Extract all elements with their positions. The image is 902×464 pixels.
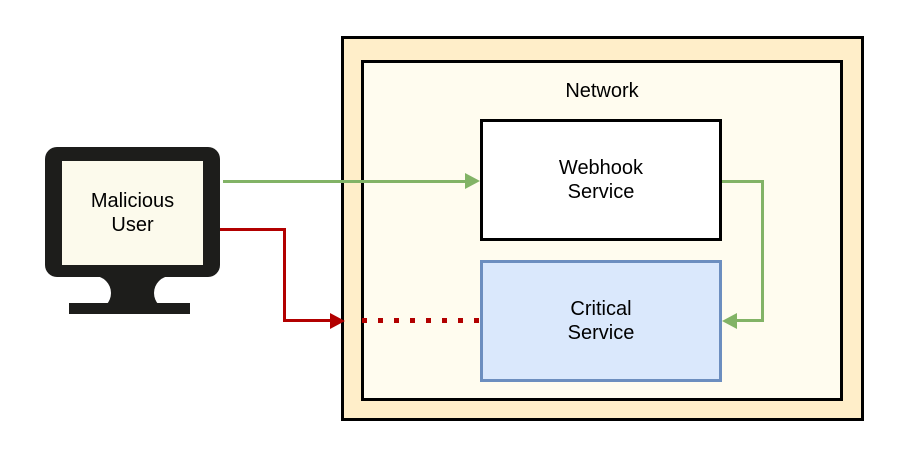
edge-blocked-dot [474,318,479,323]
edge-webhook-to-critical-side [761,180,764,322]
node-critical-service-label: Critical Service [567,298,635,344]
node-malicious-user[interactable]: Malicious User [45,147,220,314]
edge-blocked-dot [378,318,383,323]
edge-user-to-webhook-arrowhead [465,173,480,189]
monitor-stand-base [69,303,190,314]
monitor-stand-neck [100,276,165,304]
edge-blocked-dot [426,318,431,323]
edge-webhook-to-critical-arrowhead [722,313,737,329]
edge-webhook-to-critical-top [722,180,764,183]
edge-blocked-top [220,228,286,231]
node-critical-service[interactable]: Critical Service [480,260,722,382]
node-webhook-service[interactable]: Webhook Service [480,119,722,241]
edge-blocked-bottom [283,319,330,322]
edge-blocked-dot [410,318,415,323]
edge-blocked-dotted-run [362,318,482,323]
node-malicious-user-label: Malicious User [90,190,175,236]
edge-blocked-dot [442,318,447,323]
edge-blocked-side [283,228,286,322]
edge-webhook-to-critical-bottom [737,319,764,322]
monitor-screen: Malicious User [62,161,203,265]
node-webhook-service-label: Webhook Service [558,157,644,203]
network-zone-inner-label: Network [565,80,639,102]
edge-user-to-webhook-line [223,180,467,183]
edge-blocked-dot [458,318,463,323]
edge-blocked-dot [394,318,399,323]
edge-blocked-arrowhead [330,313,345,329]
edge-blocked-dot [362,318,367,323]
